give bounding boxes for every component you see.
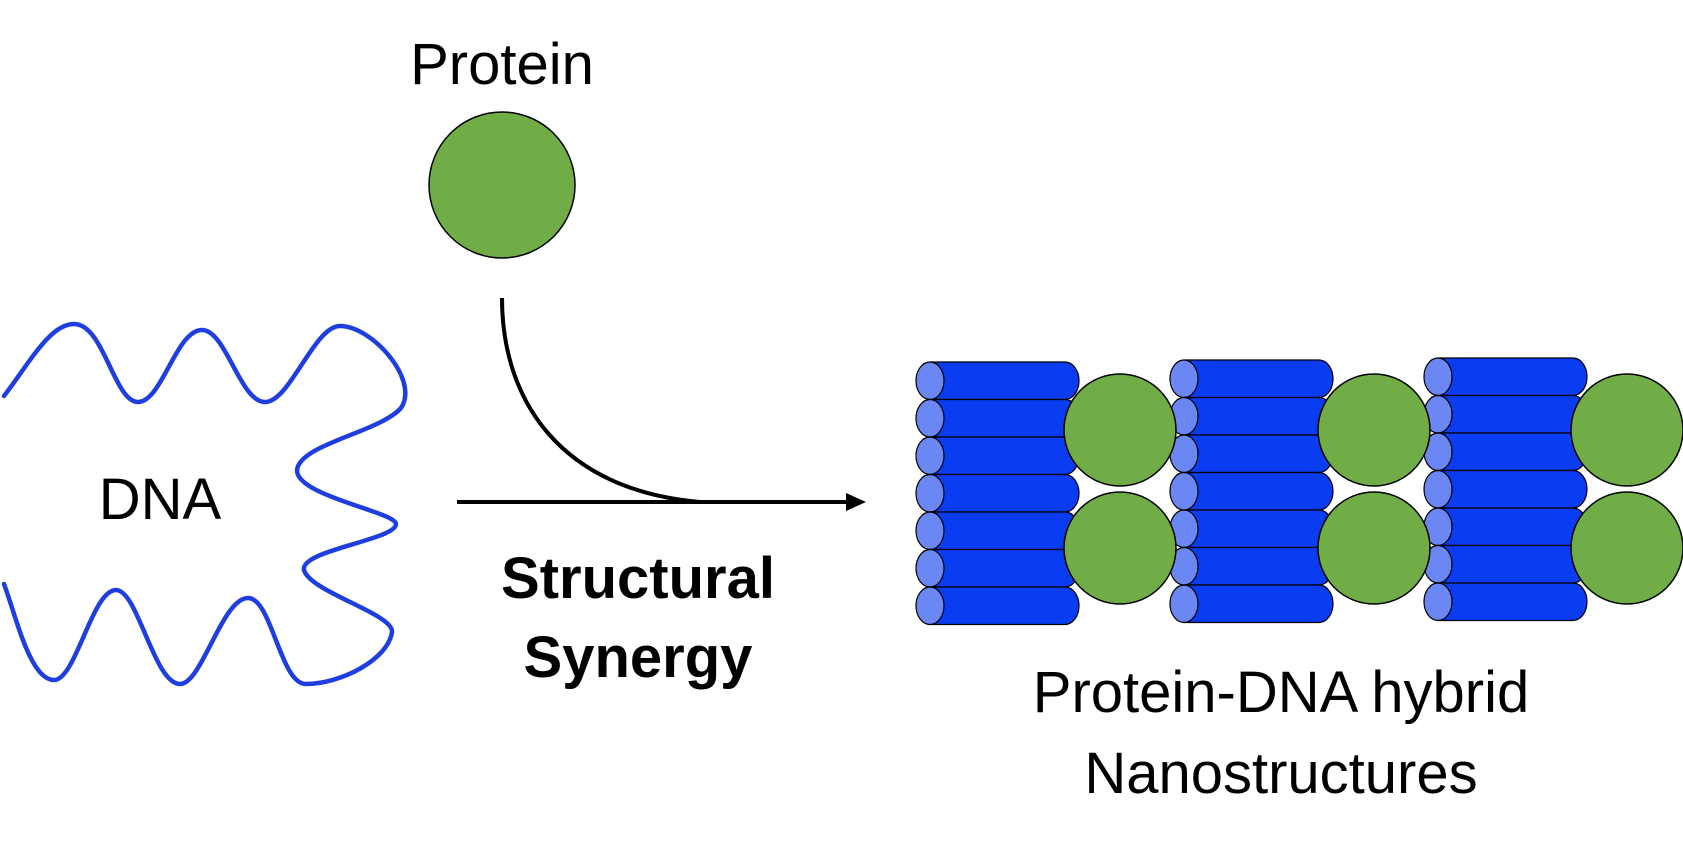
dna-helix-cylinder-end xyxy=(915,548,945,588)
dna-helix-cylinder xyxy=(929,436,1080,476)
hybrid-protein-circle xyxy=(1317,491,1431,605)
dna-helix-cylinder xyxy=(1183,509,1334,549)
synergy-arrow-head xyxy=(846,493,866,511)
dna-helix-cylinder-end xyxy=(1423,582,1453,622)
dna-helix-cylinder xyxy=(1183,546,1334,586)
hybrid-protein-circle xyxy=(1063,491,1177,605)
dna-helix-cylinder xyxy=(929,586,1080,626)
dna-helix-cylinder-end xyxy=(915,511,945,551)
dna-strand xyxy=(1,321,408,687)
dna-bundle-stack xyxy=(1423,357,1588,622)
dna-helix-cylinder xyxy=(1183,359,1334,399)
product-label-line1: Protein-DNA hybrid xyxy=(1033,660,1529,725)
protein-label: Protein xyxy=(410,32,594,97)
product-label-line2: Nanostructures xyxy=(1084,741,1477,806)
dna-helix-cylinder xyxy=(1183,434,1334,474)
hybrid-protein-circle xyxy=(1570,491,1683,605)
dna-helix-cylinder xyxy=(1437,432,1588,472)
dna-helix-cylinder-end xyxy=(1169,471,1199,511)
dna-label: DNA xyxy=(99,467,222,532)
dna-helix-cylinder xyxy=(1183,584,1334,624)
protein-merge-curve xyxy=(500,297,701,504)
dna-helix-cylinder-end xyxy=(1423,357,1453,397)
dna-helix-cylinder xyxy=(1437,582,1588,622)
dna-helix-cylinder xyxy=(929,511,1080,551)
dna-helix-cylinder-end xyxy=(1169,584,1199,624)
synergy-label-line1: Structural xyxy=(501,546,775,611)
dna-helix-cylinder xyxy=(929,473,1080,513)
dna-helix-cylinder xyxy=(1437,394,1588,434)
dna-helix-cylinder xyxy=(1437,469,1588,509)
dna-helix-cylinder xyxy=(1183,471,1334,511)
dna-helix-cylinder-end xyxy=(1169,359,1199,399)
hybrid-protein-circle xyxy=(1570,373,1683,487)
dna-helix-cylinder xyxy=(1437,507,1588,547)
dna-helix-cylinder-end xyxy=(1423,469,1453,509)
dna-helix-cylinder xyxy=(929,361,1080,401)
dna-helix-cylinder-end xyxy=(915,436,945,476)
hybrid-nanostructure xyxy=(915,357,1683,626)
dna-helix-cylinder-end xyxy=(915,361,945,401)
synergy-label-line2: Synergy xyxy=(524,625,753,690)
dna-helix-cylinder xyxy=(1437,357,1588,397)
dna-helix-cylinder-end xyxy=(915,473,945,513)
dna-helix-cylinder xyxy=(929,398,1080,438)
dna-helix-cylinder xyxy=(1437,544,1588,584)
dna-bundle-stack xyxy=(1169,359,1334,624)
dna-helix-cylinder xyxy=(1183,396,1334,436)
dna-helix-cylinder-end xyxy=(915,586,945,626)
hybrid-protein-circle xyxy=(1063,373,1177,487)
protein-circle xyxy=(428,111,576,259)
hybrid-protein-circle xyxy=(1317,373,1431,487)
dna-helix-cylinder-end xyxy=(915,398,945,438)
dna-helix-cylinder xyxy=(929,548,1080,588)
dna-bundle-stack xyxy=(915,361,1080,626)
